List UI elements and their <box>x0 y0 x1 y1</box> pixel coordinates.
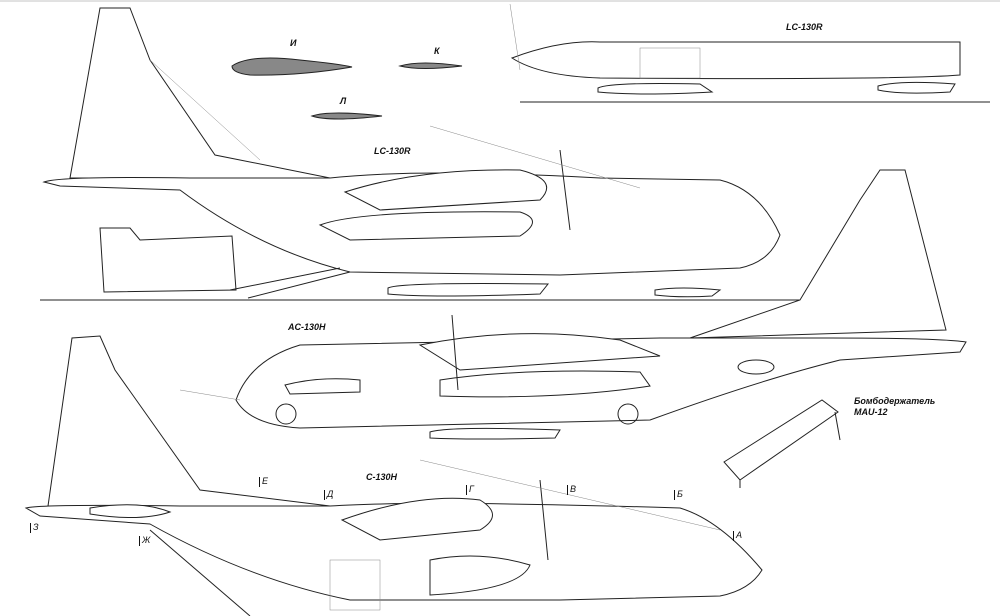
ac130h-title: AC-130H <box>288 322 326 332</box>
c130h-title: C-130H <box>366 472 398 482</box>
section-k-label: К <box>434 46 440 56</box>
section-marker-e: Е <box>259 476 268 487</box>
section-k-profile <box>398 62 463 69</box>
section-l-profile <box>310 112 383 120</box>
bomb-rack-title: Бомбодержатель <box>854 396 936 406</box>
ac130h-side-view <box>179 169 967 440</box>
section-marker-d: Д <box>324 489 333 500</box>
c130h-side-view <box>24 335 763 616</box>
lc130r-title: LC-130R <box>374 146 411 156</box>
lc130r-side-view <box>40 7 800 301</box>
section-marker-b: Б <box>674 489 683 500</box>
section-l-label: Л <box>340 96 347 106</box>
section-i-profile <box>231 57 353 76</box>
bomb-rack-drawing <box>723 399 841 488</box>
bomb-rack-model: MAU-12 <box>854 407 888 417</box>
section-i-label: И <box>290 38 297 48</box>
section-marker-g: Г <box>466 484 474 495</box>
inset-title: LC-130R <box>786 22 823 32</box>
section-marker-a: А <box>733 530 742 541</box>
inset-lc130r-drawing <box>509 3 990 103</box>
section-marker-v: В <box>567 484 576 495</box>
section-marker-zh: Ж <box>139 535 150 546</box>
section-marker-z: З <box>30 522 39 533</box>
